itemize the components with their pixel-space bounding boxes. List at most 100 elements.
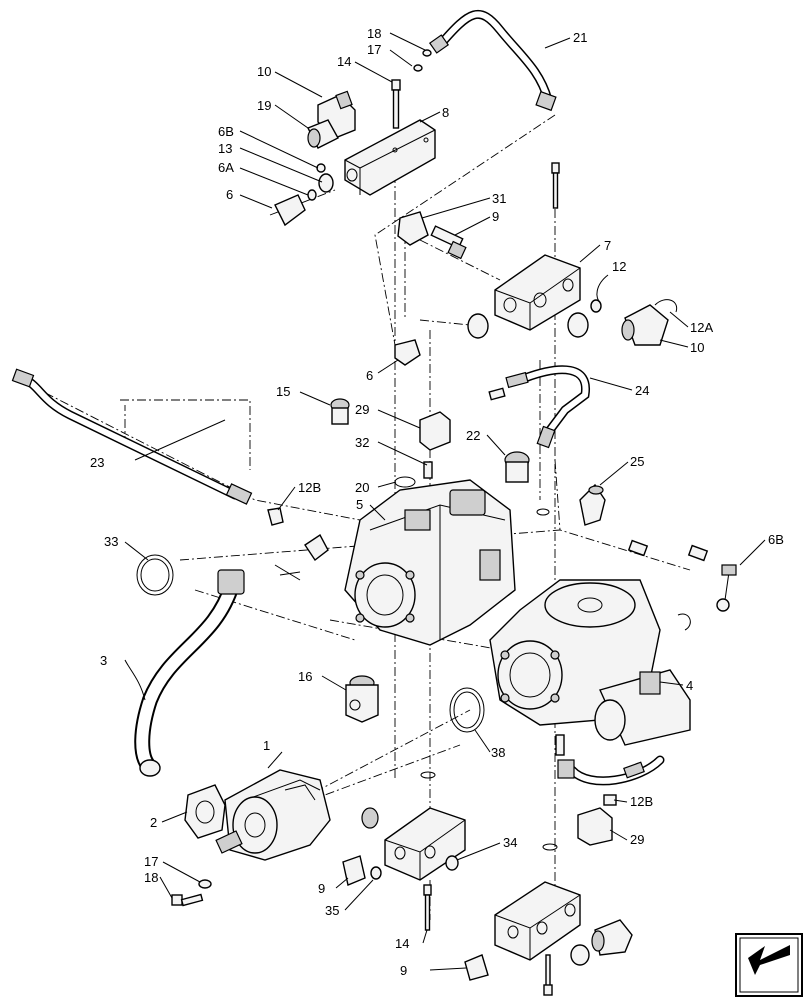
valve-block-bottom (494, 881, 581, 961)
plug-7 (627, 539, 737, 612)
bolt-19-top (391, 79, 401, 129)
callout-34: 35 (325, 903, 339, 918)
callout-14-left: 12B (298, 480, 321, 495)
callout-12B: 12A (690, 320, 713, 335)
callout-37: 33 (104, 534, 118, 549)
callout-38: 38 (491, 745, 505, 760)
ring-small-2 (536, 508, 550, 516)
bolt-19-bottom (423, 884, 432, 931)
callout-12-top: 10 (257, 64, 271, 79)
valve-block-lower (361, 807, 466, 881)
callout-35-bottom: 29 (630, 832, 644, 847)
callout-6B: 6B (218, 124, 234, 139)
block-35-top (419, 411, 451, 451)
seal-12B (654, 299, 678, 313)
valve-block-9 (494, 254, 581, 331)
seal-6B (316, 163, 326, 173)
callout-11-mid: 9 (318, 881, 325, 896)
callout-6-top: 6 (226, 187, 233, 202)
fitting-12-right (621, 304, 669, 346)
callout-25: 22 (466, 428, 480, 443)
callout-36: 32 (355, 435, 369, 450)
oring-37 (136, 554, 174, 596)
callout-5: 5 (356, 497, 363, 512)
hose-26 (428, 9, 557, 112)
callout-7: 6B (768, 532, 784, 547)
callout-15: 15 (276, 384, 290, 399)
callout-26: 21 (573, 30, 587, 45)
fitting-36 (423, 461, 433, 479)
callout-4: 4 (686, 678, 693, 693)
leader-lines (124, 32, 766, 971)
adapter-16 (345, 675, 379, 723)
callout-20: 20 (355, 480, 369, 495)
elbow-31 (579, 483, 606, 526)
oring-20 (394, 476, 416, 488)
flange-2 (184, 784, 226, 839)
callout-13: 13 (218, 141, 232, 156)
seal-22 (413, 64, 423, 72)
fitting-near-5 (304, 533, 329, 562)
callout-22: 17 (367, 42, 381, 57)
callout-29: 23 (90, 455, 104, 470)
elbow-6-top (274, 194, 306, 227)
hose-32 (488, 365, 590, 449)
ring-small-3 (542, 843, 558, 851)
pump-4 (489, 579, 691, 746)
fitting-15 (330, 398, 350, 425)
callout-32: 24 (635, 383, 649, 398)
oring-38 (449, 687, 485, 733)
plug-11-mid (342, 855, 366, 886)
callout-8: 8 (442, 105, 449, 120)
callout-14-right: 12B (630, 794, 653, 809)
callout-18: 18 (144, 870, 158, 885)
elbow-6 (394, 339, 421, 366)
fitting-left-9 (467, 313, 489, 339)
callout-12-right: 10 (690, 340, 704, 355)
callout-3: 3 (100, 653, 107, 668)
callout-16: 16 (298, 669, 312, 684)
spring-parts (274, 564, 301, 581)
seal-12A (590, 299, 602, 313)
sensor-10 (430, 225, 467, 260)
callout-21: 31 (492, 191, 506, 206)
callout-labels: 18 17 14 21 10 19 8 6B 13 6A 6 31 9 7 12… (90, 26, 784, 978)
callout-19-top: 14 (337, 54, 351, 69)
bolt-top-right (551, 162, 560, 209)
fitting-bottom (570, 944, 590, 966)
bolt-18 (171, 893, 204, 907)
callout-24: 19 (257, 98, 271, 113)
seal-6A (307, 189, 317, 201)
ring-small-1 (420, 771, 436, 779)
callout-2: 2 (150, 815, 157, 830)
callout-10: 9 (492, 209, 499, 224)
callout-31: 25 (630, 454, 644, 469)
hose-lower-right (555, 734, 665, 786)
plug-33 (445, 855, 459, 871)
callout-1: 1 (263, 738, 270, 753)
fitting-13 (318, 173, 334, 193)
washer-17 (198, 879, 212, 889)
callout-33: 34 (503, 835, 517, 850)
valve-block-8 (344, 119, 436, 196)
callout-9: 7 (604, 238, 611, 253)
bolt-bottom (543, 954, 553, 996)
callout-23: 18 (367, 26, 381, 41)
callout-11-bottom: 9 (400, 963, 407, 978)
fitting-25 (504, 451, 530, 483)
callout-12A: 12 (612, 259, 626, 274)
seal-23 (422, 49, 432, 57)
plug-34 (370, 866, 382, 880)
clip-near-4 (677, 613, 691, 631)
callout-35-top: 29 (355, 402, 369, 417)
pump-5 (344, 479, 516, 646)
block-35-bottom (577, 807, 613, 846)
connector-21 (397, 211, 429, 246)
callout-6: 6 (366, 368, 373, 383)
motor-1 (215, 769, 331, 861)
arrow-nav-icon (735, 933, 803, 997)
assembly-centerlines (29, 114, 691, 920)
hose-3 (134, 569, 245, 777)
plug-11-bottom (464, 954, 489, 981)
